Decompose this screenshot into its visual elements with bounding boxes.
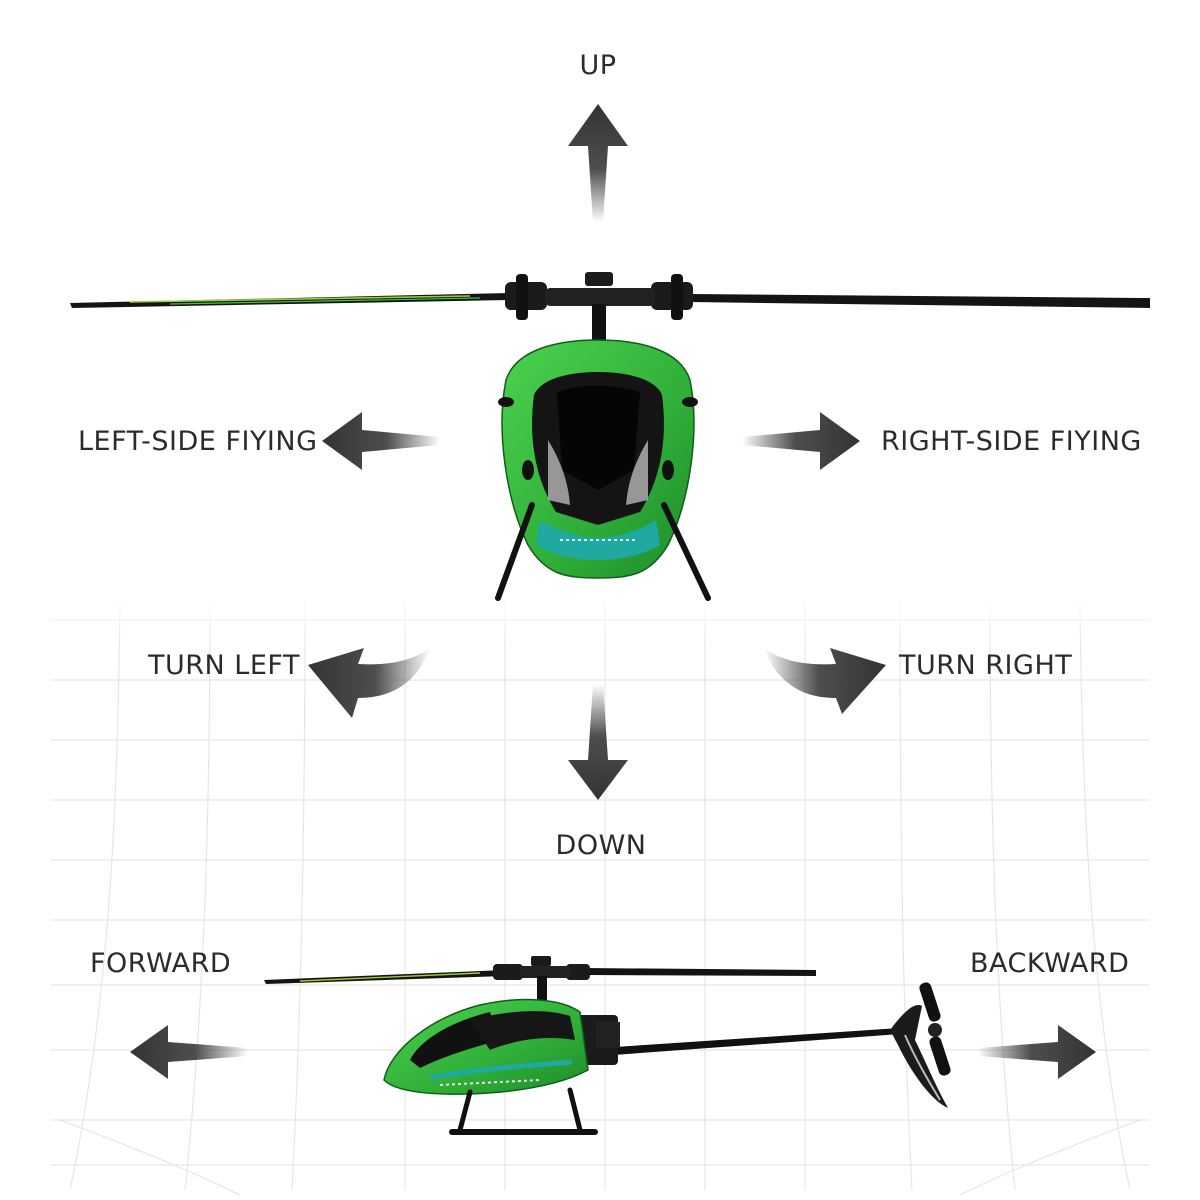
backward-arrow-icon <box>978 1025 1096 1079</box>
label-left-side-flying: LEFT-SIDE FIYING <box>78 426 318 457</box>
label-forward: FORWARD <box>90 948 232 979</box>
turn-left-arrow-icon <box>308 648 430 718</box>
label-backward: BACKWARD <box>970 948 1130 979</box>
label-turn-right: TURN RIGHT <box>899 650 1073 681</box>
up-arrow-icon <box>568 104 628 222</box>
helicopter-front-view <box>70 272 1150 601</box>
right-arrow-icon <box>742 412 860 470</box>
label-turn-left: TURN LEFT <box>148 650 300 681</box>
turn-right-arrow-icon <box>764 648 886 714</box>
label-right-side-flying: RIGHT-SIDE FIYING <box>881 426 1142 457</box>
down-arrow-icon <box>568 684 628 800</box>
label-down: DOWN <box>555 830 647 861</box>
left-arrow-icon <box>322 412 440 470</box>
forward-arrow-icon <box>130 1025 248 1079</box>
background-grid <box>50 599 1150 1196</box>
label-up: UP <box>579 50 617 81</box>
helicopter-side-view <box>264 956 951 1135</box>
